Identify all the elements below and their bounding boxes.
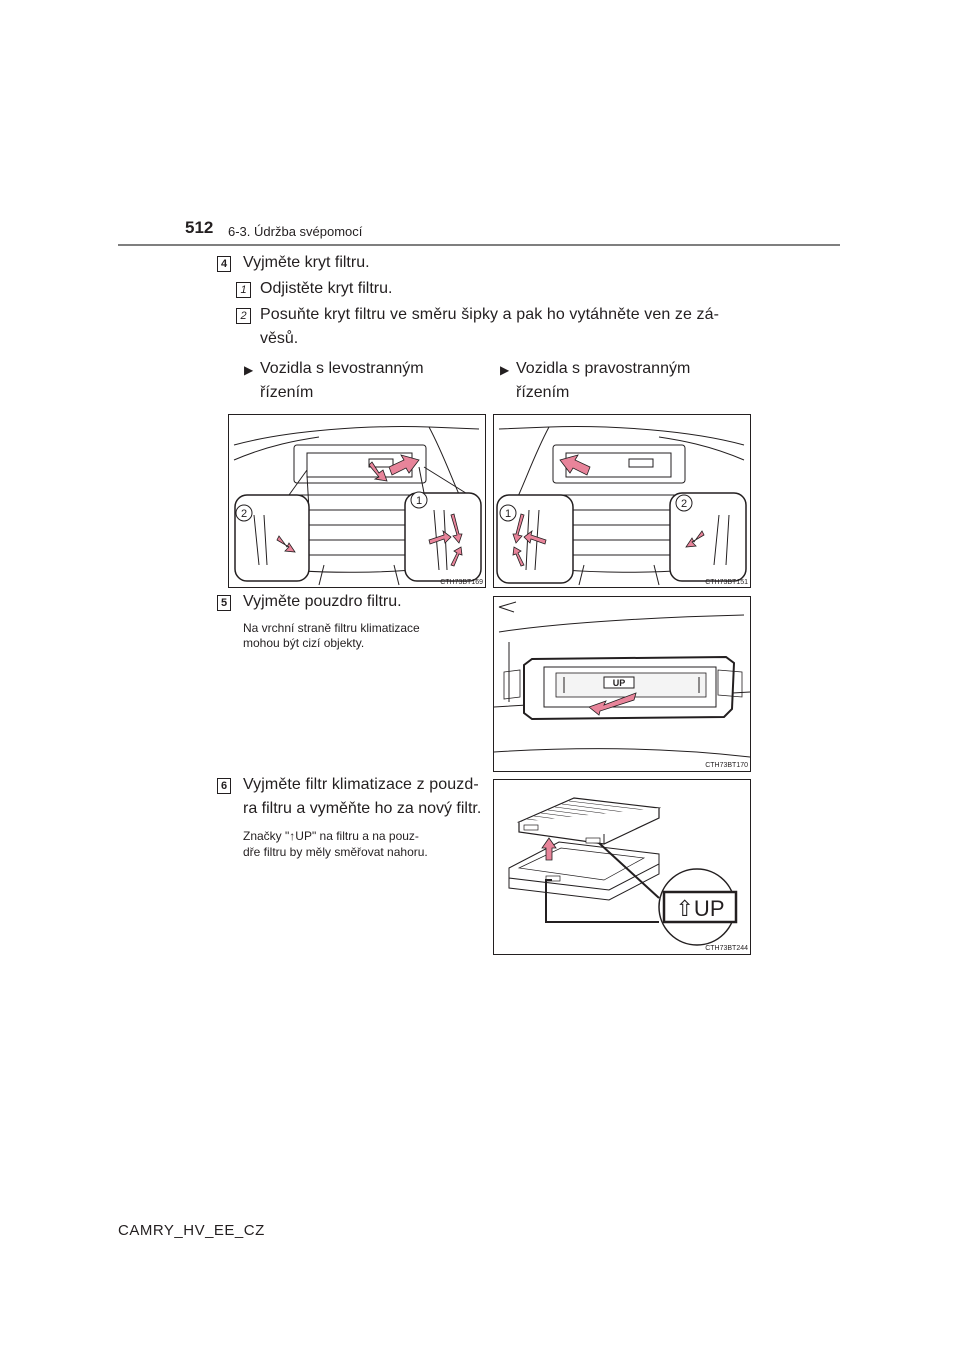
variant-right-line1: Vozidla s pravostranným bbox=[516, 360, 691, 377]
step6-title-line1: Vyjměte filtr klimatizace z pouzd- bbox=[243, 776, 479, 793]
figure-filter-case: UP CTH73BT170 bbox=[493, 596, 751, 772]
step5-note-line1: Na vrchní straně filtru klimatizace bbox=[243, 621, 420, 635]
footer-code: CAMRY_HV_EE_CZ bbox=[118, 1222, 265, 1239]
figure-caption-169: CTH73BT169 bbox=[440, 579, 483, 586]
up-label: UP bbox=[613, 678, 626, 688]
step6-title-line2: ra filtru a vyměňte ho za nový filtr. bbox=[243, 800, 482, 817]
figure-rhd-filter-cover: 1 2 CTH73BT151 bbox=[493, 414, 751, 588]
variant-left-line2: řízením bbox=[260, 384, 314, 401]
step-number-6: 6 bbox=[217, 778, 231, 794]
step6-note-line2: dře filtru by měly směřovat nahoru. bbox=[243, 845, 428, 859]
figure-caption-170: CTH73BT170 bbox=[705, 762, 748, 769]
rhd-callout-1: 1 bbox=[505, 508, 511, 520]
step-number-5: 5 bbox=[217, 595, 231, 611]
filter-replacement-illustration: ⇧UP CTH73BT244 bbox=[508, 797, 748, 952]
page-number: 512 bbox=[185, 218, 214, 237]
substep-2-text-line1: Posuňte kryt filtru ve směru šipky a pak… bbox=[260, 306, 720, 323]
variant-right-line2: řízením bbox=[516, 384, 570, 401]
step5-note-line2: mohou být cizí objekty. bbox=[243, 636, 365, 650]
figure-caption-244: CTH73BT244 bbox=[705, 945, 748, 952]
lhd-callout-1: 1 bbox=[416, 495, 422, 507]
up-mark-label: ⇧UP bbox=[676, 896, 725, 921]
triangle-bullet-icon: ▶ bbox=[244, 363, 254, 377]
header-rule bbox=[118, 244, 840, 246]
step5-title: Vyjměte pouzdro filtru. bbox=[243, 593, 402, 610]
substep-number-1: 1 bbox=[236, 282, 251, 298]
figure-filter-replacement: ⇧UP CTH73BT244 bbox=[493, 779, 751, 955]
figure-caption-151: CTH73BT151 bbox=[705, 579, 748, 586]
lhd-illustration: 2 1 CTH73BT169 bbox=[233, 426, 483, 586]
triangle-bullet-icon: ▶ bbox=[500, 363, 510, 377]
rhd-illustration: 1 2 CTH73BT151 bbox=[496, 426, 748, 586]
step-number-4: 4 bbox=[217, 256, 231, 272]
step4-title: Vyjměte kryt filtru. bbox=[243, 254, 370, 271]
rhd-callout-2: 2 bbox=[681, 498, 687, 510]
substep-2-text-line2: věsů. bbox=[260, 330, 299, 347]
substep-1-text: Odjistěte kryt filtru. bbox=[260, 280, 393, 297]
step6-note-line1: Značky "↑UP" na filtru a na pouz- bbox=[243, 829, 419, 843]
substep-number-2: 2 bbox=[236, 308, 251, 324]
variant-left-line1: Vozidla s levostranným bbox=[260, 360, 424, 377]
figure-lhd-filter-cover: 2 1 CTH73BT169 bbox=[228, 414, 486, 588]
filter-case-illustration: UP CTH73BT170 bbox=[494, 601, 750, 769]
section-title: 6-3. Údržba svépomocí bbox=[228, 224, 363, 239]
lhd-callout-2: 2 bbox=[241, 508, 247, 520]
